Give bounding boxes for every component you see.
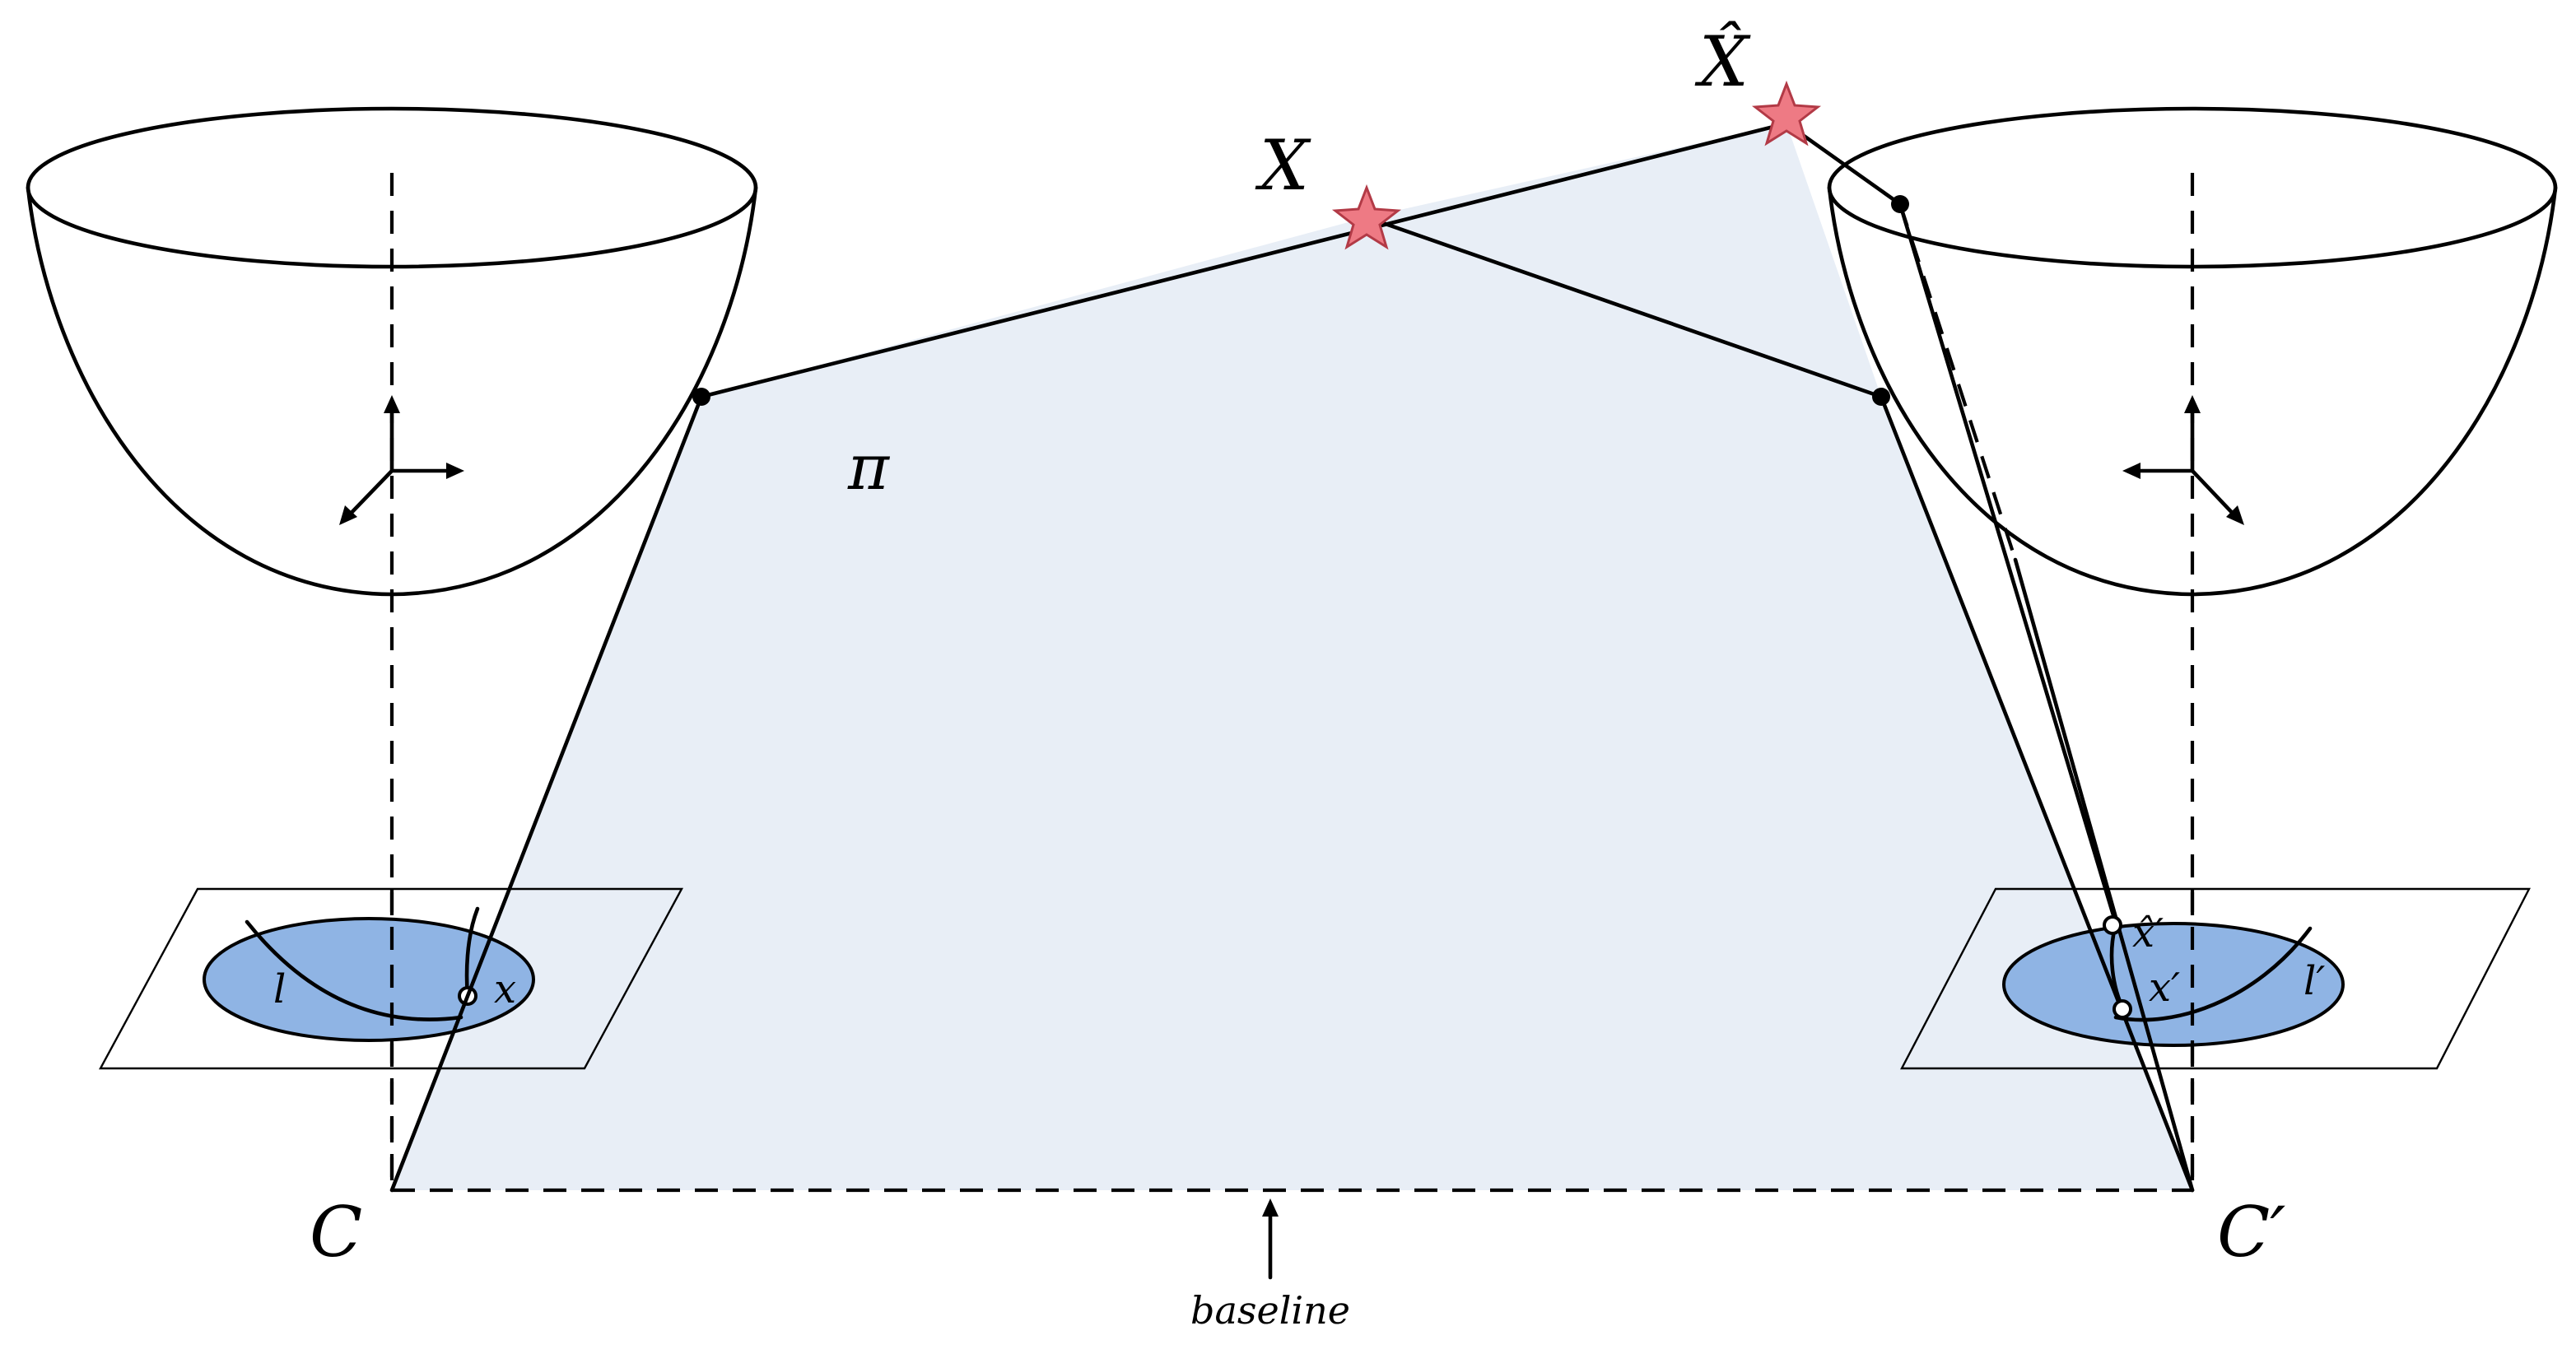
label-baseline: baseline (1190, 1288, 1350, 1333)
label-X: X (1255, 125, 1311, 206)
label-C-prime: C′ (2217, 1192, 2285, 1273)
right-image-point-hat (2103, 915, 2122, 935)
right-epipolar-curve (2113, 926, 2313, 1022)
label-l-prime: l′ (2303, 958, 2325, 1004)
right-image-point (2113, 999, 2132, 1019)
right-mirror-point (1872, 388, 1890, 406)
label-x-prime: x′ (2149, 965, 2180, 1011)
label-pi: π (847, 430, 891, 504)
label-C: C (310, 1192, 362, 1273)
left-axes-icon (339, 395, 464, 525)
star-marker-X (1331, 184, 1402, 250)
left-mirror-point (692, 388, 710, 406)
left-image-plane (98, 887, 684, 1190)
star-marker-X-hat (1751, 80, 1822, 147)
label-X-hat: X̂ (1694, 21, 1751, 102)
baseline-arrow-icon (1262, 1198, 1279, 1280)
left-image-disk (203, 917, 535, 1042)
ray-to-X-hat (699, 121, 1789, 399)
right-rim-point (1891, 195, 1909, 213)
left-epipolar-curve (245, 919, 463, 1021)
label-x: x (494, 966, 516, 1012)
ray-X-hat-lower (2013, 557, 2195, 1193)
right-ray-lower (1879, 394, 2195, 1193)
left-ray-lower (389, 394, 704, 1193)
label-l: l (273, 966, 286, 1012)
ray-X-to-right-mirror (1364, 215, 1884, 399)
epipolar-plane (392, 123, 2192, 1190)
ray-X-hat-hidden (1898, 203, 2017, 561)
label-x-hat-prime: x̂′ (2132, 910, 2164, 956)
right-axes-icon (2122, 395, 2244, 525)
right-image-disk (2002, 922, 2345, 1047)
